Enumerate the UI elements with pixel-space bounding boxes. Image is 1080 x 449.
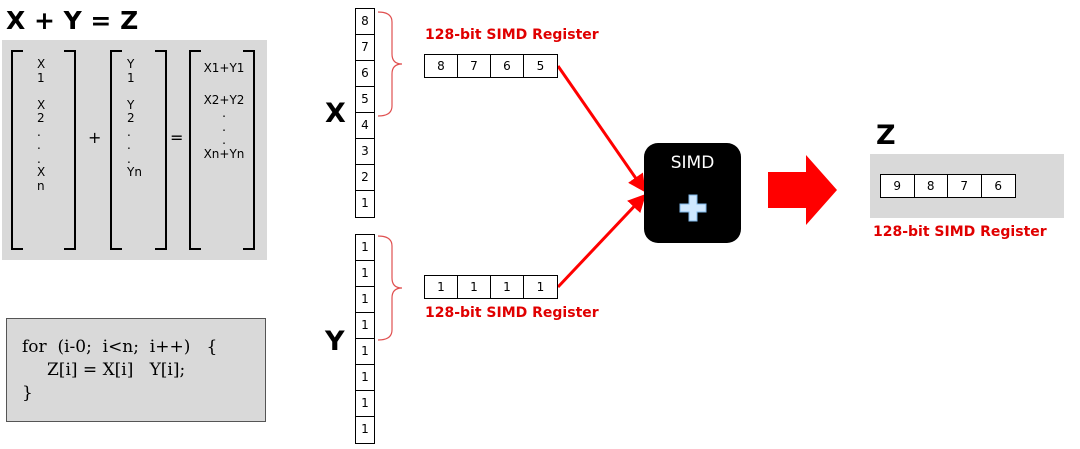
y-register-cell: 1	[458, 276, 491, 298]
x-register-cell: 8	[425, 55, 458, 77]
y-stack-cell: 1	[356, 313, 374, 339]
x-simd-register: 8 7 6 5	[424, 54, 558, 78]
z-left-bracket	[189, 50, 201, 250]
y-label: Y	[325, 326, 345, 357]
code-line-1: for (i-0; i<n; i++) {	[22, 337, 218, 357]
y-stack-cell: 1	[356, 417, 374, 443]
x-stack-cell: 3	[356, 139, 374, 165]
x-stack-cell: 5	[356, 87, 374, 113]
x-register-cell: 6	[491, 55, 524, 77]
y-right-bracket	[155, 50, 167, 250]
code-panel: for (i-0; i<n; i++) { Z[i] = X[i] Y[i]; …	[6, 318, 266, 422]
x-to-simd-arrow	[556, 65, 646, 193]
simd-unit: SIMD	[644, 143, 741, 243]
z-register-cell: 9	[881, 175, 915, 197]
x-register-brace	[377, 11, 403, 117]
x-stack-cell: 8	[356, 9, 374, 35]
y-register-brace	[377, 235, 403, 341]
z-right-bracket	[243, 50, 255, 250]
y-stack-cell: 1	[356, 235, 374, 261]
y-stack-cell: 1	[356, 365, 374, 391]
y-register-cell: 1	[425, 276, 458, 298]
x-label: X	[325, 98, 346, 129]
result-arrow	[768, 155, 837, 225]
x-right-bracket	[64, 50, 76, 250]
y-register-label: 128-bit SIMD Register	[425, 305, 599, 321]
y-to-simd-arrow	[556, 193, 647, 289]
plus-icon	[679, 194, 707, 222]
x-stack-cell: 6	[356, 61, 374, 87]
y-simd-register: 1 1 1 1	[424, 275, 558, 299]
x-stack-cell: 1	[356, 191, 374, 217]
simd-label: SIMD	[670, 153, 715, 173]
y-stack-cell: 1	[356, 339, 374, 365]
equals-operator: =	[170, 128, 184, 147]
y-stack-cell: 1	[356, 287, 374, 313]
x-vector-stack: 8 7 6 5 4 3 2 1	[355, 8, 375, 218]
x-stack-cell: 7	[356, 35, 374, 61]
y-stack-cell: 1	[356, 261, 374, 287]
y-register-cell: 1	[536, 280, 545, 294]
z-register-cell: 8	[915, 175, 948, 197]
plus-operator: +	[88, 128, 102, 147]
x-stack-cell: 4	[356, 113, 374, 139]
x-left-bracket	[11, 50, 23, 250]
code-line-2: Z[i] = X[i] Y[i];	[47, 360, 186, 380]
z-register-cell: 6	[994, 179, 1003, 193]
z-result-panel: 9 8 7 6	[870, 154, 1064, 218]
y-left-bracket	[110, 50, 122, 250]
x-register-cell: 7	[458, 55, 491, 77]
equation-title: X + Y = Z	[6, 6, 139, 35]
x-stack-cell: 2	[356, 165, 374, 191]
z-simd-register: 9 8 7 6	[880, 174, 1016, 198]
z-label: Z	[876, 120, 896, 151]
y-vector-stack: 1 1 1 1 1 1 1 1	[355, 234, 375, 444]
y-register-cell: 1	[491, 276, 524, 298]
y-stack-cell: 1	[356, 391, 374, 417]
z-register-label: 128-bit SIMD Register	[873, 224, 1047, 240]
x-register-label: 128-bit SIMD Register	[425, 27, 599, 43]
code-line-3: }	[22, 383, 33, 403]
x-register-cell: 5	[536, 59, 545, 73]
z-register-cell: 7	[948, 175, 982, 197]
